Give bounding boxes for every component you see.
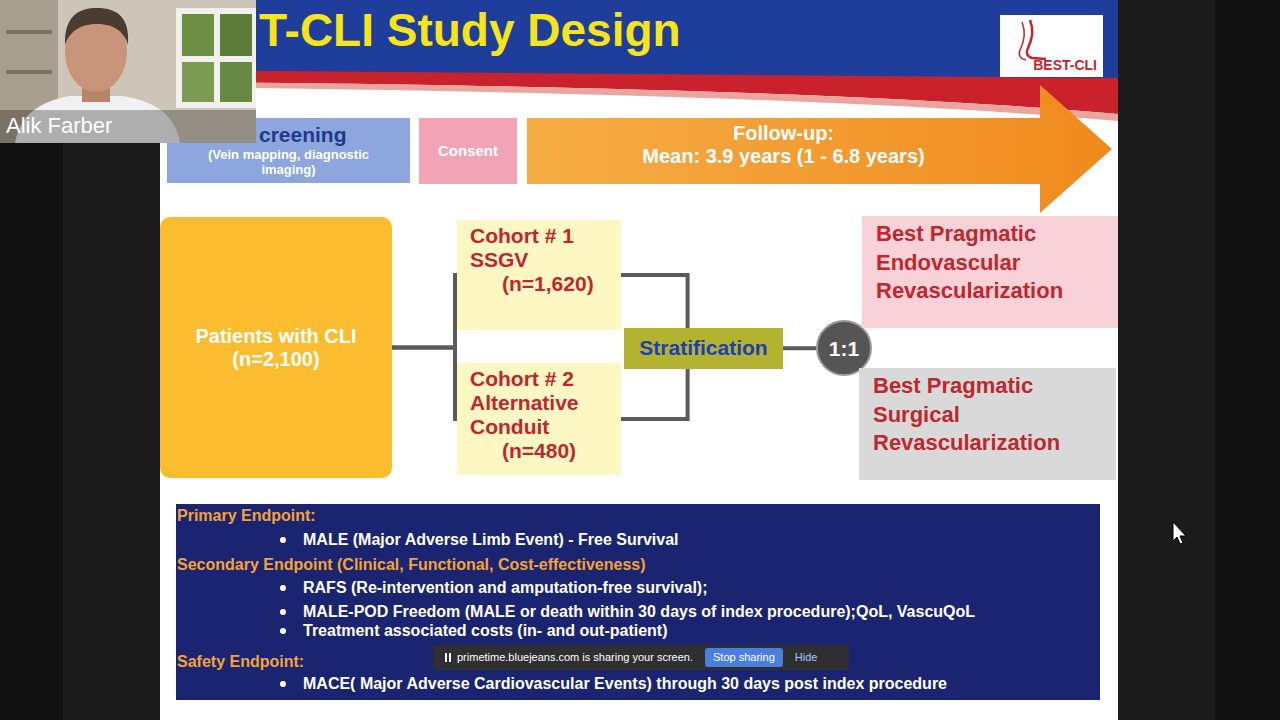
node-body: (Vein mapping, diagnostic imaging) [185, 148, 392, 178]
hair [65, 8, 128, 45]
bullet-dot [280, 681, 286, 687]
stop-sharing-button: Stop sharing [705, 648, 783, 667]
node-heading: Follow-up: [527, 122, 1040, 145]
slide-title: T-CLI Study Design [259, 4, 681, 57]
webcam-overlay: Alik Farber [0, 0, 256, 143]
bullet-dot [280, 585, 286, 591]
room-shelf [6, 30, 52, 34]
pause-bar [445, 653, 447, 662]
header-stripe [160, 82, 1118, 121]
endpoint-item: RAFS (Re-intervention and amputation-fre… [303, 579, 708, 597]
room-shelf [6, 70, 52, 74]
treatment-box: Best Pragmatic Surgical Revascularizatio… [859, 368, 1116, 480]
node-heading: creening [259, 123, 392, 147]
bullet-dot [280, 609, 286, 615]
node-heading: Patients with CLI [168, 325, 384, 348]
pause-icon [445, 653, 451, 662]
endpoint-panel: Primary Endpoint: MALE (Major Adverse Lim… [176, 504, 1100, 700]
node-heading: BEST-CLI [1033, 57, 1097, 73]
follow-up-arrow: Follow-up:Mean: 3.9 years (1 - 6.8 years… [527, 85, 1112, 213]
patients-box: Patients with CLI(n=2,100) [160, 217, 392, 478]
bracket-connector [392, 348, 457, 420]
side-strip [1215, 0, 1280, 720]
window-frame [176, 8, 256, 108]
window-pane [220, 14, 252, 56]
endpoint-item: MALE (Major Adverse Limb Event) - Free S… [303, 531, 679, 549]
endpoint-heading: Safety Endpoint: [177, 653, 304, 671]
leg-outline [1019, 22, 1026, 60]
cohort-box: Cohort # 1 SSGV(n=1,620) [457, 220, 621, 330]
bracket-connector [621, 275, 688, 328]
logo-leg-icon [1008, 18, 1052, 62]
presenter-name: Alik Farber [6, 113, 112, 138]
node-heading: Stop sharing [713, 651, 775, 664]
node-heading: 1:1 [829, 338, 859, 359]
endpoint-heading: Secondary Endpoint (Clinical, Functional… [177, 556, 646, 574]
node-body: (n=1,620) [502, 272, 613, 296]
endpoint-item: Treatment associated costs (in- and out-… [303, 622, 668, 640]
bullet-dot [280, 628, 286, 634]
treatment-box: Best Pragmatic Endovascular Revasculariz… [862, 216, 1118, 328]
node-heading: primetime.bluejeans.com is sharing your … [457, 651, 693, 664]
stratification-box: Stratification [624, 328, 783, 369]
consent-box: Consent [419, 118, 517, 184]
bracket-connector [392, 275, 457, 348]
name-band [0, 110, 256, 143]
node-body: Mean: 3.9 years (1 - 6.8 years) [527, 145, 1040, 168]
slide-ground [160, 0, 1118, 720]
bullet-dot [280, 537, 286, 543]
node-heading: Cohort # 1 SSGV [470, 224, 613, 272]
node-heading: Best Pragmatic Surgical Revascularizatio… [873, 372, 1102, 458]
header-band [160, 0, 1118, 78]
bracket-connector [621, 369, 688, 419]
screen-share-bar: primetime.bluejeans.com is sharing your … [433, 645, 849, 670]
endpoint-item: MALE-POD Freedom (MALE or death within 3… [303, 603, 975, 621]
leg-outline [1027, 20, 1046, 59]
endpoint-heading: Primary Endpoint: [177, 507, 316, 525]
node-body: Hide [795, 651, 818, 664]
window-pane [220, 62, 252, 102]
mouse-cursor [1173, 522, 1186, 544]
arrow-body [527, 85, 1112, 213]
room-wall [0, 0, 256, 143]
cohort-box: Cohort # 2 Alternative Conduit(n=480) [457, 363, 621, 475]
node-heading: Stratification [628, 336, 779, 360]
window-pane [182, 62, 214, 102]
endpoint-item: MACE( Major Adverse Cardiovascular Event… [303, 675, 947, 693]
node-heading: Best Pragmatic Endovascular Revasculariz… [876, 220, 1104, 306]
node-heading: Consent [423, 142, 513, 159]
pause-bar [449, 653, 451, 662]
node-body: (n=480) [502, 439, 613, 463]
node-body: (n=2,100) [168, 348, 384, 371]
window-pane [182, 14, 214, 56]
node-heading: Cohort # 2 Alternative Conduit [470, 367, 613, 439]
bracket-connector [783, 346, 816, 350]
logo-box: BEST-CLI [1000, 15, 1103, 77]
